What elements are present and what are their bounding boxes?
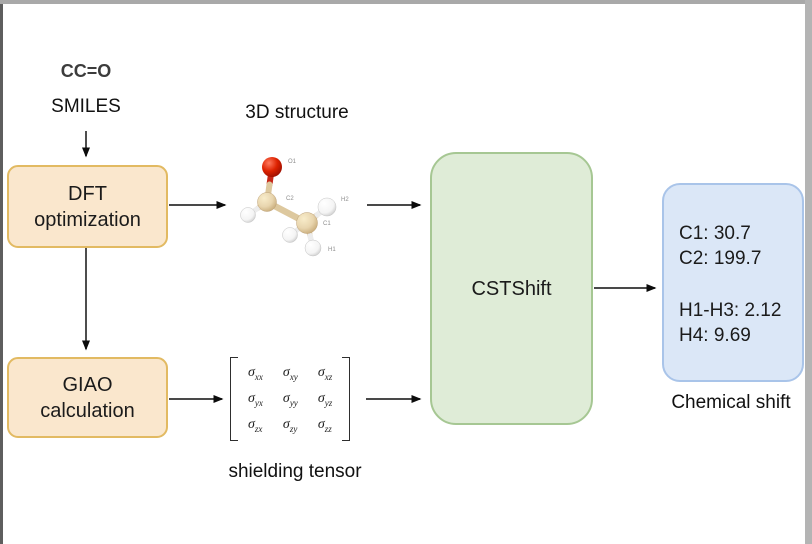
atom-label-h1: H1 [328, 247, 336, 253]
giao-calculation-box: GIAO calculation [7, 357, 168, 438]
tensor-label: shielding tensor [228, 461, 362, 482]
oxygen-atom-o1 [262, 157, 282, 177]
frame-top-border [0, 0, 812, 4]
chemical-shift-output-box: C1: 30.7 C2: 199.7 H1-H3: 2.12 H4: 9.69 [662, 183, 804, 382]
shielding-tensor-matrix: σxx σxy σxz σyx σyy σyz σzx σzy σzz [230, 357, 351, 442]
frame-left-border [0, 4, 3, 544]
atom-label-h2: H2 [341, 197, 349, 203]
cstshift-label: CSTShift [471, 277, 552, 300]
atom-label-c1: C1 [323, 221, 331, 227]
tensor-cell: σzx [248, 416, 263, 434]
tensor-cell: σzz [317, 416, 332, 434]
frame-right-border [805, 0, 812, 544]
giao-box-line1: GIAO [62, 373, 113, 396]
matrix-grid: σxx σxy σxz σyx σyy σyz σzx σzy σzz [238, 357, 342, 441]
tensor-cell: σzy [282, 416, 298, 434]
smiles-value: CC=O [60, 61, 112, 81]
shift-value-c2: C2: 199.7 [679, 248, 762, 269]
cstshift-box: CSTShift [430, 152, 593, 425]
carbon-atom-c2 [257, 192, 277, 212]
hydrogen-atom-h1 [304, 239, 322, 257]
hydrogen-atom-h2 [317, 197, 337, 217]
molecule-3d-image: O1 C2 H2 C1 H1 [240, 157, 349, 257]
giao-box-line2: calculation [40, 399, 135, 422]
shift-value-c1: C1: 30.7 [679, 223, 751, 244]
tensor-cell: σyx [248, 390, 263, 408]
output-label: Chemical shift [671, 392, 791, 413]
shift-value-h4: H4: 9.69 [679, 325, 751, 346]
atom-label-o1: O1 [288, 159, 297, 165]
tensor-cell: σyz [317, 390, 333, 408]
tensor-cell: σxx [248, 365, 263, 382]
smiles-label: SMILES [51, 96, 121, 117]
structure-label: 3D structure [245, 102, 349, 123]
atom-label-c2: C2 [286, 196, 294, 202]
dft-box-line2: optimization [34, 208, 141, 231]
hydrogen-atom [282, 227, 298, 243]
tensor-cell: σyy [282, 390, 298, 408]
tensor-cell: σxz [317, 365, 333, 382]
carbon-atom-c1 [296, 212, 318, 234]
shift-value-h1-h3: H1-H3: 2.12 [679, 300, 782, 321]
dft-optimization-box: DFT optimization [7, 165, 168, 248]
hydrogen-atom [240, 207, 256, 223]
dft-box-line1: DFT [68, 182, 107, 205]
matrix-bracket-left [230, 357, 238, 442]
tensor-cell: σxy [282, 365, 298, 382]
matrix-bracket-right [342, 357, 351, 442]
